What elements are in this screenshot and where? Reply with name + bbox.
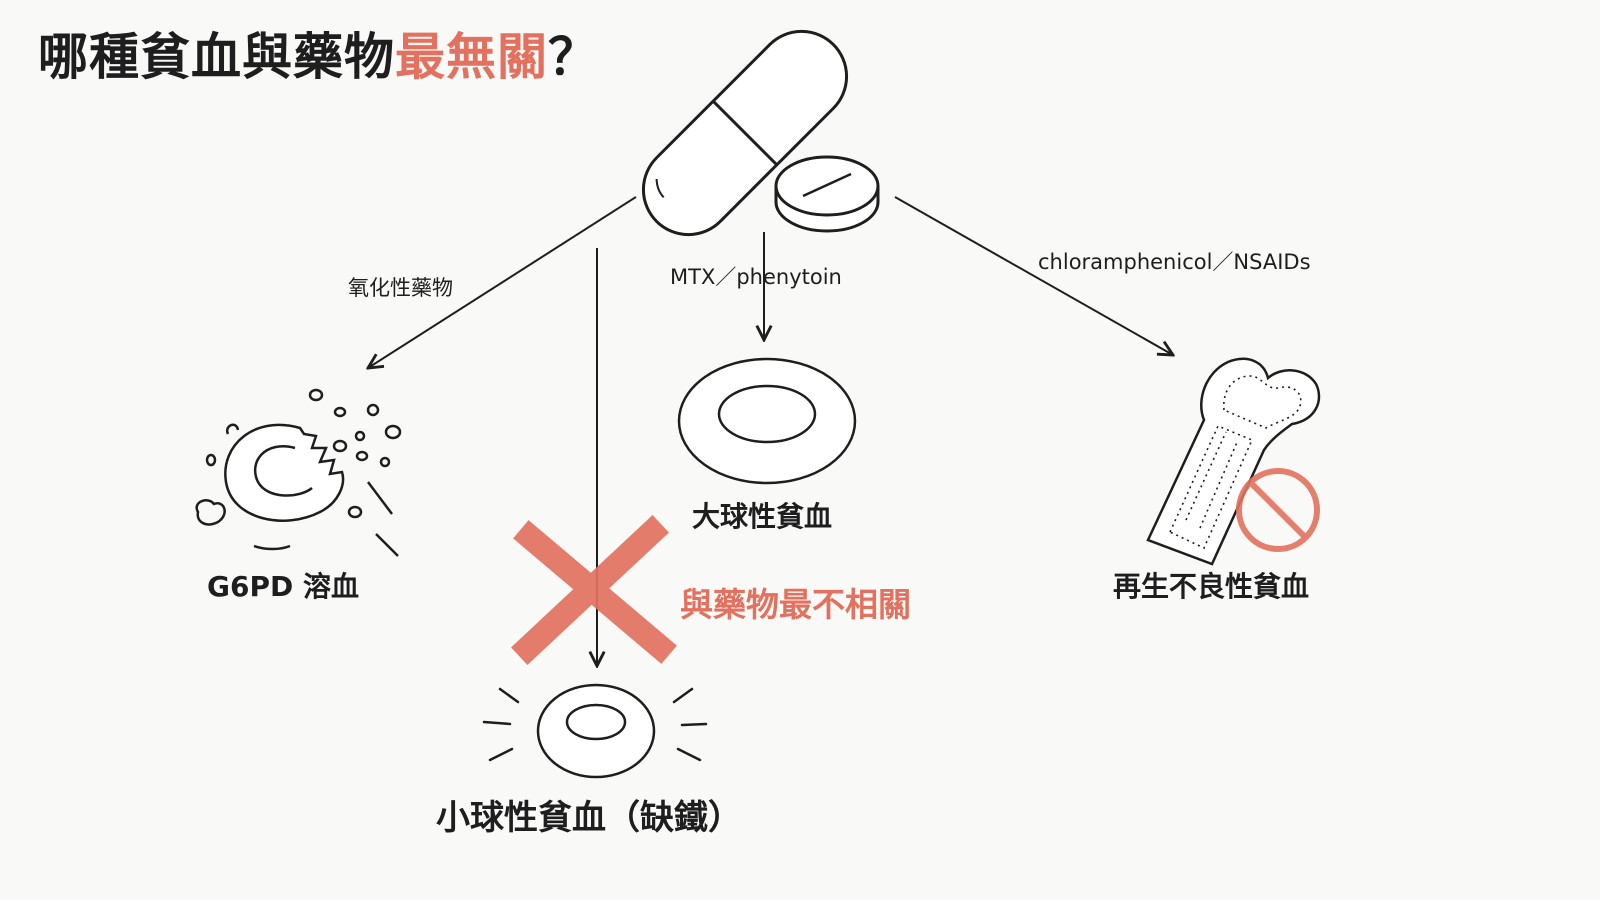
capsule-icon — [641, 29, 849, 237]
bone-marrow-texture — [1168, 375, 1302, 550]
annotation-least-related: 與藥物最不相關 — [680, 585, 911, 624]
arrow-to-aplastic — [894, 196, 1173, 355]
edge-label-chloramphenicol: chloramphenicol／NSAIDs — [1038, 250, 1311, 274]
edge-label-oxidative: 氧化性藥物 — [348, 276, 453, 300]
broken-cell-icon — [195, 388, 402, 557]
emphasis-rays — [482, 687, 708, 762]
cross-mark-icon — [511, 515, 677, 665]
title-suffix: ？ — [548, 28, 599, 86]
edge-label-mtx: MTX／phenytoin — [670, 265, 842, 289]
title-highlight: 最無關 — [395, 28, 548, 86]
title-prefix: 哪種貧血與藥物 — [38, 28, 395, 86]
page-title: 哪種貧血與藥物最無關？ — [38, 22, 599, 92]
prohibited-icon — [1236, 468, 1320, 552]
arrow-to-g6pd — [368, 196, 637, 368]
node-label-aplastic: 再生不良性貧血 — [1113, 570, 1310, 603]
node-label-macrocytic: 大球性貧血 — [692, 500, 833, 533]
tablet-icon — [774, 155, 880, 233]
bone-icon — [1146, 357, 1321, 566]
node-label-g6pd: G6PD 溶血 — [207, 570, 359, 603]
small-cell-icon — [536, 683, 656, 779]
node-label-microcytic: 小球性貧血（缺鐵） — [436, 798, 742, 838]
large-cell-icon — [677, 357, 857, 485]
